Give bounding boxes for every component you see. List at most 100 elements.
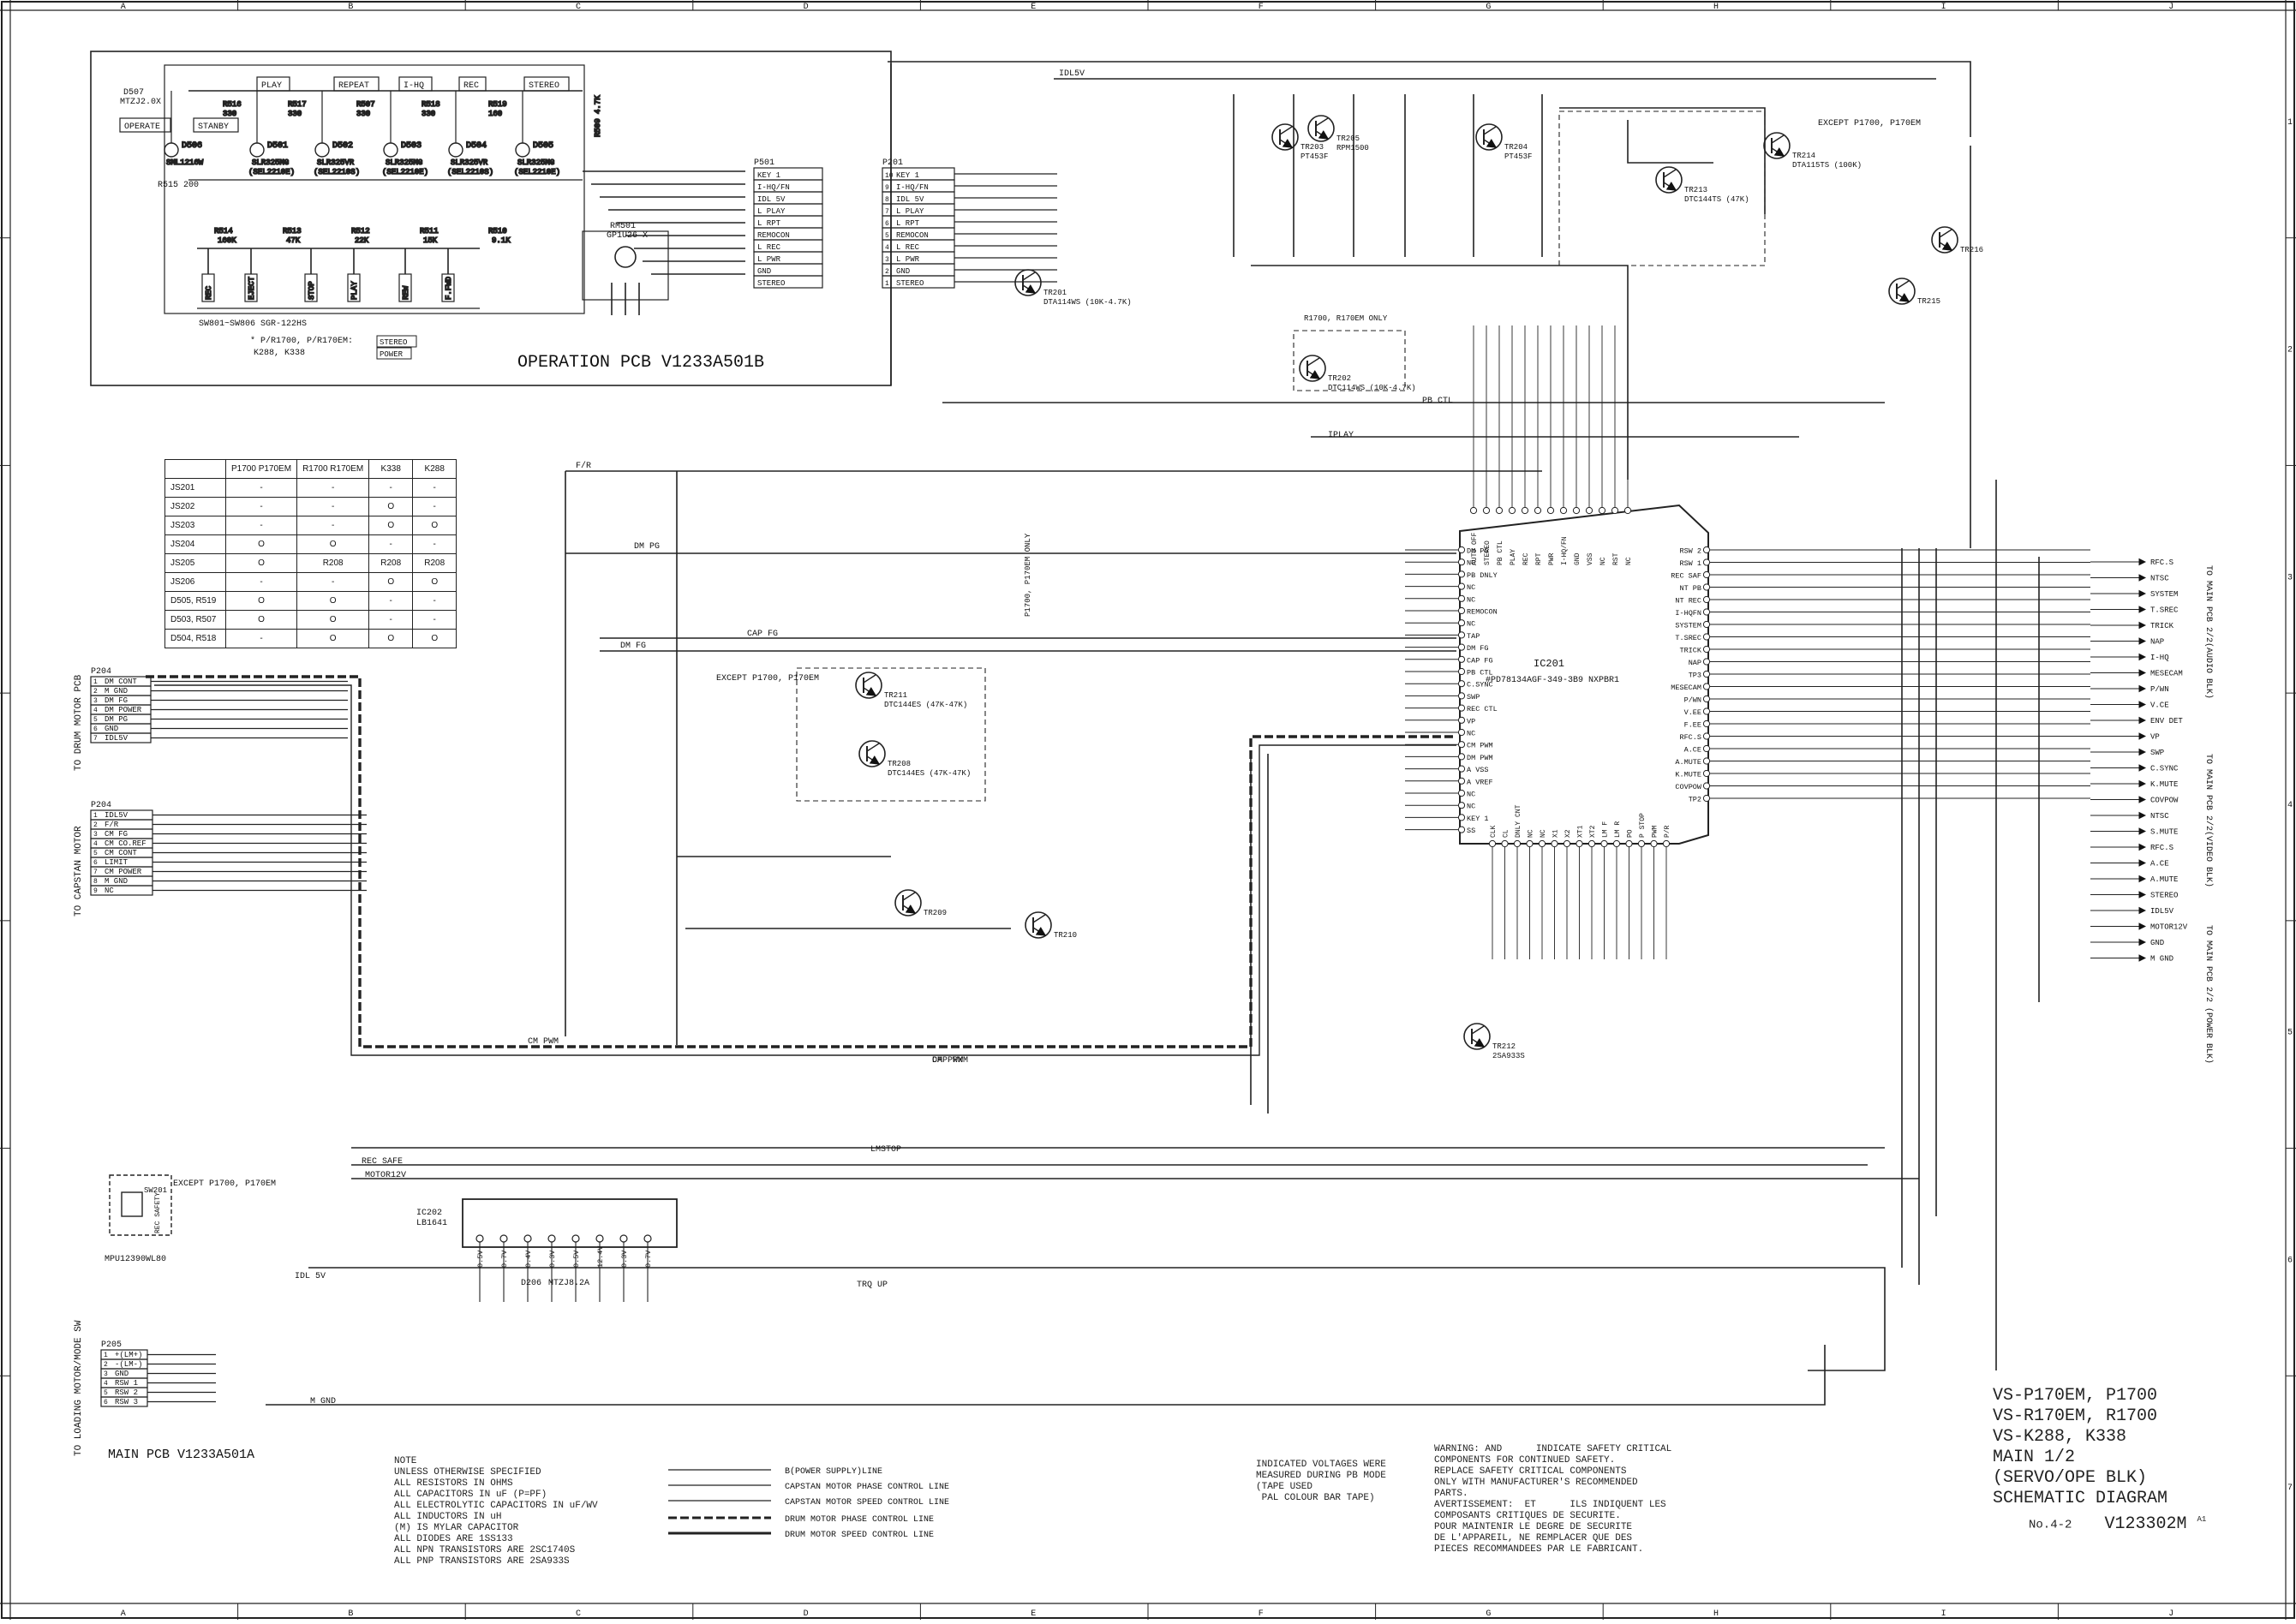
ic201-pin-right: COVPOW bbox=[1675, 783, 1702, 791]
jumper-table-cell: - bbox=[412, 534, 457, 554]
right-output-swp: SWP bbox=[2150, 749, 2164, 757]
button-label-box bbox=[333, 76, 380, 92]
led-part: SLR325VR bbox=[317, 158, 355, 167]
led-part: (SEL2210E) bbox=[514, 168, 560, 176]
jumper-table-cell: - bbox=[296, 478, 370, 498]
ic201-pin-top: AUTO OFF bbox=[1471, 532, 1479, 565]
resistor-ref: R513 bbox=[283, 227, 302, 236]
connector-pin-number: 2 bbox=[93, 688, 98, 696]
resistor-ref: R512 bbox=[351, 227, 370, 236]
grid-col-label: A bbox=[121, 1609, 126, 1619]
ic201-ref: IC201 bbox=[1534, 658, 1564, 670]
connector-ref: P204 bbox=[91, 801, 111, 810]
right-output-lines: RFC.SNTSCSYSTEMT.SRECTRICKNAPI-HQMESECAM… bbox=[2090, 558, 2188, 964]
jumper-table-cell: D504, R518 bbox=[164, 629, 226, 648]
transistor-part: RPM1500 bbox=[1336, 144, 1369, 152]
grid-col-label: J bbox=[2168, 1609, 2173, 1619]
grid-col-label: E bbox=[1031, 1609, 1036, 1619]
jumper-table-cell: JS202 bbox=[164, 497, 226, 516]
ic202-pin-voltage: 0.7V bbox=[500, 1250, 509, 1268]
ic201-pin-top: PB CTL bbox=[1497, 540, 1504, 565]
jumper-table-header: K338 bbox=[368, 459, 414, 479]
jumper-table-row: JS202--O- bbox=[164, 497, 457, 516]
jumper-table-cell: - bbox=[224, 629, 298, 648]
led-part: SLR325MG bbox=[386, 158, 422, 167]
ic202-part: LB1641 bbox=[416, 1219, 447, 1228]
ic201-pin-bottom: XT1 bbox=[1577, 825, 1585, 838]
led-d502: D502 bbox=[332, 141, 353, 151]
ic201-pin-left: NC bbox=[1467, 595, 1475, 604]
connector-pin-number: 7 bbox=[885, 208, 889, 216]
led-d505: D505 bbox=[533, 141, 553, 151]
ic201-pin-bottom: P/R bbox=[1664, 825, 1671, 838]
transistor-tr204: TR204 bbox=[1504, 143, 1528, 152]
capstan-motor-control-path bbox=[154, 684, 1456, 1056]
operation-button-ihq: I-HQ bbox=[404, 81, 424, 91]
grid-col-label: H bbox=[1713, 3, 1719, 12]
ic201-pin-left: CM PWM bbox=[1467, 742, 1493, 750]
ic202-pin-voltage: 0.3V bbox=[620, 1250, 629, 1268]
ic201-pin-left: KEY 1 bbox=[1467, 815, 1489, 823]
led-part: (SEL2210E) bbox=[248, 168, 295, 176]
only-note-p1700: P1700, P170EM ONLY bbox=[1024, 533, 1032, 617]
jumper-table-cell: O bbox=[296, 534, 370, 554]
remote-part: GP1U26 X bbox=[607, 231, 648, 241]
jumper-table-cell: O bbox=[412, 572, 457, 592]
connector-pin-number: 3 bbox=[93, 831, 98, 839]
ic201-pin-top: REC bbox=[1522, 552, 1530, 565]
signal-cap-fg: CAP FG bbox=[747, 630, 778, 639]
ic201-pin-right: REC SAF bbox=[1671, 572, 1701, 581]
d206-ref: D206 bbox=[521, 1279, 541, 1288]
jumper-table-cell: JS206 bbox=[164, 572, 226, 592]
ic201-pin-left: REMOCON bbox=[1467, 608, 1498, 617]
resistor-value: 330 bbox=[356, 110, 370, 118]
sw201-label: REC SAFETY bbox=[154, 1192, 162, 1233]
jumper-table-cell: - bbox=[368, 591, 414, 611]
resistor-r509: R509 4.7K bbox=[594, 95, 602, 137]
switch-stop: STOP bbox=[308, 281, 316, 300]
legend-line-label: DRUM MOTOR SPEED CONTROL LINE bbox=[785, 1531, 934, 1540]
ic201-pin-left: CAP FG bbox=[1467, 656, 1493, 665]
ic201-pin-right: V.EE bbox=[1684, 708, 1701, 717]
jumper-table-cell: - bbox=[296, 572, 370, 592]
connector-pin-number: 1 bbox=[93, 812, 98, 820]
led-part: SLR325MG bbox=[517, 158, 554, 167]
grid-col-label: B bbox=[348, 3, 353, 12]
connector-pin-label: KEY 1 bbox=[757, 171, 780, 180]
connector-pin-label: I-HQ/FN bbox=[757, 183, 790, 192]
connector-pin-number: 7 bbox=[93, 735, 98, 743]
connector-pin-label: RSW 2 bbox=[115, 1388, 138, 1397]
transistor-tr213: TR213 bbox=[1684, 186, 1707, 194]
ic201-pin-left: VP bbox=[1467, 717, 1475, 725]
resistor-value: 47K bbox=[286, 236, 301, 245]
transistor-part: DTC144ES (47K-47K) bbox=[888, 769, 971, 778]
ic201-pin-top: PWR bbox=[1548, 552, 1556, 565]
signal-dm-fg: DM FG bbox=[620, 642, 646, 651]
connector-pin-label: STEREO bbox=[896, 279, 924, 288]
grid-row-label: 6 bbox=[2287, 1256, 2293, 1265]
transistor-part: DTC114WS (10K-4.7K) bbox=[1328, 384, 1416, 392]
connector-pin-number: 6 bbox=[104, 1399, 108, 1406]
signal-motor12v: MOTOR12V bbox=[365, 1171, 406, 1180]
remote-ref: RM501 bbox=[610, 222, 636, 231]
resistor-value: 160 bbox=[488, 110, 502, 118]
connector-pin-number: 6 bbox=[93, 859, 98, 867]
stereo-box: STEREO bbox=[380, 338, 407, 347]
ic201-pin-left: SS bbox=[1467, 827, 1475, 835]
led-d501: D501 bbox=[267, 141, 288, 151]
right-output-v-ce: V.CE bbox=[2150, 702, 2169, 710]
connector-pin-label: GND bbox=[105, 725, 118, 733]
zener-d507-ref: D507 bbox=[123, 88, 144, 98]
ic201-pin-right: RSW 2 bbox=[1679, 547, 1701, 556]
grid-col-label: B bbox=[348, 1609, 353, 1619]
connector-pin-label: KEY 1 bbox=[896, 171, 919, 180]
signal-iplay: IPLAY bbox=[1328, 431, 1354, 440]
connector-pin-number: 1 bbox=[93, 678, 98, 686]
grid-col-label: G bbox=[1486, 1609, 1491, 1619]
button-label-box bbox=[523, 76, 570, 92]
